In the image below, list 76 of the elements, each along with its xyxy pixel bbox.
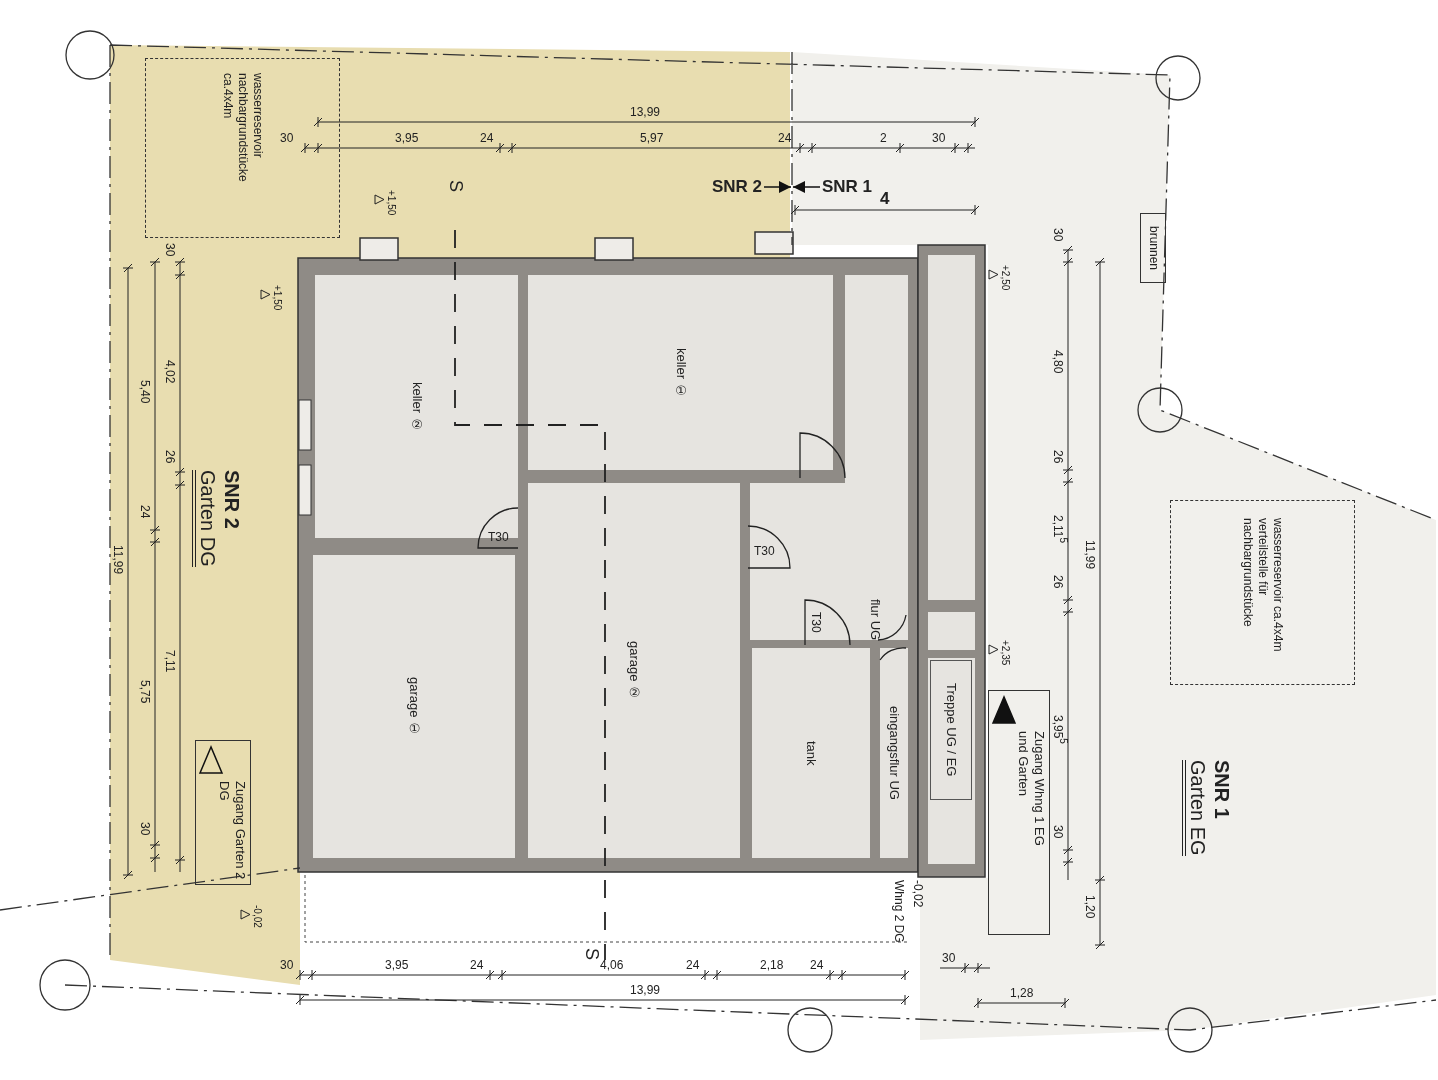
- dimension-label: 24: [778, 132, 792, 144]
- room-label: keller ②: [408, 381, 425, 432]
- reservoir-area: [1170, 500, 1355, 685]
- dimension-label: 26: [164, 450, 176, 464]
- door-rating-label: T30: [754, 545, 775, 557]
- room-label: eingangsflur UG: [886, 706, 903, 800]
- dimension-label: 4: [880, 190, 890, 207]
- room: [528, 275, 833, 470]
- elevation-label: +2,50: [1000, 265, 1010, 291]
- dimension-label: 2: [880, 132, 887, 144]
- elevation-label: +1,50: [386, 190, 396, 216]
- dimension-label: 11,99: [1084, 540, 1096, 570]
- dimension-label: 7,11: [164, 650, 176, 673]
- room-label: flur UG: [866, 598, 883, 640]
- dimension-label: 5,75: [139, 680, 151, 704]
- room-label: tank: [803, 740, 820, 766]
- dimension-label: 13,99: [630, 984, 661, 996]
- access-path: [988, 690, 1050, 935]
- room-label: garage ①: [406, 676, 423, 737]
- room-label: keller ①: [672, 347, 689, 398]
- note-text: wasserreservoir nachbargrundstücke ca.4x4m: [220, 73, 265, 184]
- dimension-label: 30: [942, 952, 956, 964]
- area-number: SNR 2: [222, 470, 242, 529]
- dimension-label: 30: [1052, 228, 1064, 242]
- section-marker-label: S: [447, 180, 465, 192]
- access-label: Zugang Garten 2 DG: [215, 781, 248, 882]
- area-name: Garten EG: [1182, 760, 1208, 856]
- well-marker: [1140, 213, 1166, 283]
- room-label: Treppe UG / EG: [943, 683, 960, 777]
- dimension-label: 5,97: [640, 132, 664, 144]
- dimension-label: 30: [280, 132, 294, 144]
- dimension-label: 30: [280, 959, 294, 971]
- staircase: [930, 660, 972, 800]
- room: [313, 555, 515, 858]
- area-number: SNR 1: [1212, 760, 1232, 819]
- dimension-label: 2,18: [760, 959, 784, 971]
- dimension-label: 4,06: [600, 959, 624, 971]
- elevation-label: +1,50: [272, 285, 282, 311]
- dimension-label: 24: [470, 959, 484, 971]
- dimension-label: 26: [1052, 450, 1064, 464]
- access-label: Zugang Whng 1 EG und Garten: [1014, 731, 1047, 848]
- room: [752, 648, 870, 858]
- dimension-label: 1,20: [1084, 895, 1096, 919]
- elevation-label: -0,02: [912, 880, 924, 908]
- well-label: brunnen: [1145, 225, 1161, 270]
- reservoir-area: [145, 58, 340, 238]
- dimension-label: 1,28: [1010, 987, 1034, 999]
- dimension-label: 4,80: [1052, 350, 1064, 374]
- dimension-label: 24: [480, 132, 494, 144]
- area-name: Garten DG: [192, 470, 218, 567]
- elevation-label: -0,02: [252, 905, 262, 928]
- dimension-label: 3,95: [395, 132, 419, 144]
- dimension-label: 5,40: [139, 380, 151, 404]
- dimension-label: 13,99: [630, 106, 661, 118]
- dimension-label: 26: [1052, 575, 1064, 589]
- note-text: wasserreservoir ca.4x4m verteilstelle für nachbargrundstücke: [1240, 517, 1285, 653]
- dimension-label: 11,99: [112, 545, 124, 575]
- area-marker-label: SNR 1: [822, 178, 873, 195]
- dimension-label: 30: [139, 822, 151, 836]
- door-rating-label: T30: [810, 612, 822, 633]
- corridor: [845, 275, 908, 640]
- elevation-label: +2,35: [1000, 640, 1010, 666]
- dimension-label: 24: [810, 959, 824, 971]
- door-rating-label: T30: [488, 531, 509, 543]
- dimension-label: 3,95: [385, 959, 409, 971]
- dimension-label: 30: [932, 132, 946, 144]
- room: [528, 483, 740, 858]
- area-marker-label: SNR 2: [712, 178, 763, 195]
- dimension-label: 4,02: [164, 360, 176, 384]
- section-marker-label: S: [583, 948, 601, 960]
- dimension-label: 24: [139, 505, 151, 519]
- room-label: garage ②: [626, 640, 643, 701]
- access-path: [195, 740, 251, 885]
- dimension-label: 24: [686, 959, 700, 971]
- access-label: Whng 2 DG: [893, 880, 905, 943]
- corridor: [880, 648, 908, 858]
